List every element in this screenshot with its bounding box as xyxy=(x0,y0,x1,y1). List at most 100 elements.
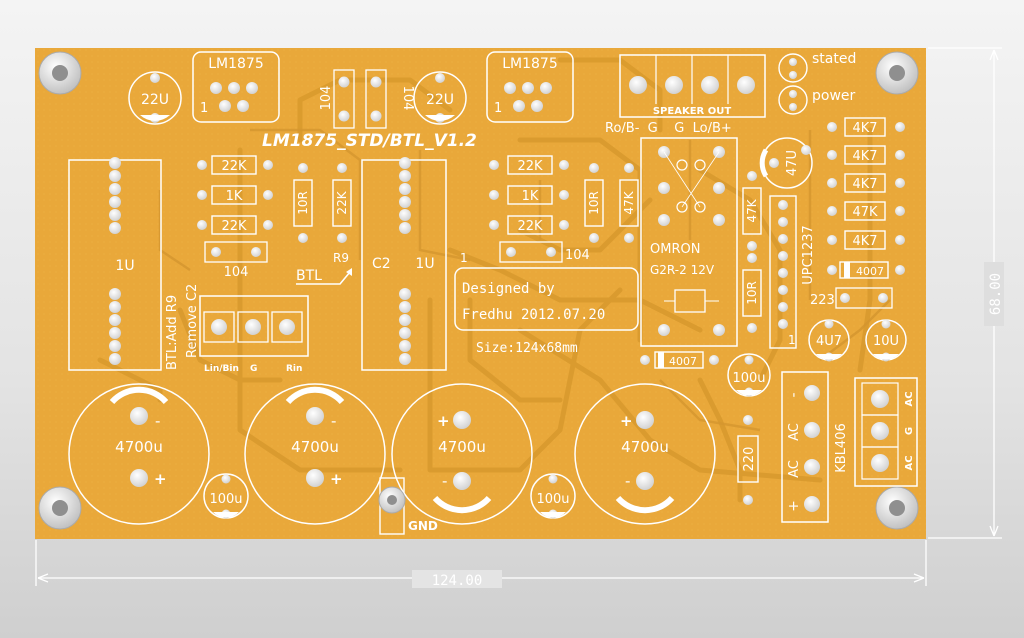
svg-text:4700u: 4700u xyxy=(438,438,486,456)
resistor-4k7-3: 4K7 xyxy=(827,173,905,193)
ic-lm1875-right: LM1875 1 xyxy=(486,51,574,123)
svg-text:power: power xyxy=(812,88,856,104)
cap-4u7: 4U7 xyxy=(808,319,850,362)
svg-text:AC: AC xyxy=(787,460,802,478)
svg-text:4700u: 4700u xyxy=(291,438,339,456)
svg-text:+: + xyxy=(154,470,167,488)
svg-text:AC: AC xyxy=(904,391,915,406)
ic-upc1237: UPC1237 1 xyxy=(769,195,816,349)
svg-text:4K7: 4K7 xyxy=(852,149,877,164)
resistor-4k7-1: 4K7 xyxy=(827,117,905,137)
svg-text:22K: 22K xyxy=(221,219,247,234)
svg-text:GND: GND xyxy=(408,519,438,533)
svg-text:4007: 4007 xyxy=(669,355,697,368)
svg-text:R9: R9 xyxy=(333,251,349,265)
svg-text:104: 104 xyxy=(319,86,334,111)
cap-10u: 10U xyxy=(865,319,907,362)
svg-text:10R: 10R xyxy=(296,191,310,215)
resistor-47k-2: 47K xyxy=(742,171,762,251)
svg-text:+: + xyxy=(786,500,802,512)
svg-text:+: + xyxy=(437,412,450,430)
heatsink-right: C2 1U xyxy=(361,157,447,371)
relay-omron: OMRON G2R-2 12V xyxy=(640,137,738,347)
svg-text:-: - xyxy=(155,412,160,430)
svg-text:-: - xyxy=(442,472,447,490)
board-size: Size:124x68mm xyxy=(476,341,578,356)
dimension-width-label: 124.00 xyxy=(432,573,483,589)
svg-text:22K: 22K xyxy=(335,190,349,214)
cap-104-d: 104 xyxy=(499,241,590,263)
svg-text:1: 1 xyxy=(494,101,502,116)
svg-text:KBL406: KBL406 xyxy=(834,423,849,473)
resistor-22k-1: 22K xyxy=(197,155,273,175)
designer-box: Designed by Fredhu 2012.07.20 xyxy=(454,267,639,331)
pin1-marker: 1 xyxy=(460,251,468,265)
svg-text:Fredhu 2012.07.20: Fredhu 2012.07.20 xyxy=(462,307,605,323)
svg-text:104: 104 xyxy=(565,248,590,263)
ic-lm1875-left: LM1875 1 xyxy=(192,51,280,123)
cap-4700u-2: - + 4700u xyxy=(244,383,386,525)
cap-22u-right: 22U xyxy=(413,71,467,125)
speaker-pin-labels: Ro/B- G G Lo/B+ xyxy=(605,121,732,136)
svg-text:1U: 1U xyxy=(115,258,134,274)
diode-4007-1: 4007 xyxy=(827,261,905,279)
svg-text:SPEAKER OUT: SPEAKER OUT xyxy=(653,106,731,117)
svg-text:4K7: 4K7 xyxy=(852,177,877,192)
svg-text:LM1875: LM1875 xyxy=(502,56,558,72)
svg-text:Designed by: Designed by xyxy=(462,281,555,297)
svg-text:1K: 1K xyxy=(522,189,539,204)
svg-text:4K7: 4K7 xyxy=(852,121,877,136)
svg-text:4U7: 4U7 xyxy=(816,334,842,349)
svg-text:100u: 100u xyxy=(536,492,569,507)
svg-text:-: - xyxy=(786,392,802,397)
svg-text:10R: 10R xyxy=(587,191,601,215)
svg-text:C2: C2 xyxy=(372,256,391,272)
svg-text:1K: 1K xyxy=(226,189,243,204)
led-power: power xyxy=(778,85,856,115)
svg-text:-: - xyxy=(625,472,630,490)
svg-text:10R: 10R xyxy=(745,281,759,305)
resistor-4k7-4: 4K7 xyxy=(827,230,905,250)
board-title: LM1875_STD/BTL_V1.2 xyxy=(262,131,477,151)
svg-text:100u: 100u xyxy=(209,492,242,507)
svg-text:G: G xyxy=(904,427,915,435)
svg-text:22K: 22K xyxy=(517,219,543,234)
cap-4700u-1: - + 4700u xyxy=(68,383,210,525)
svg-text:G: G xyxy=(250,364,257,374)
resistor-220: 220 xyxy=(737,415,759,505)
svg-text:47K: 47K xyxy=(852,205,878,220)
svg-text:47U: 47U xyxy=(785,150,800,176)
svg-text:-: - xyxy=(331,412,336,430)
resistor-47k-3: 47K xyxy=(827,201,905,221)
btl-note-1: BTL:Add R9 xyxy=(165,295,180,370)
resistor-22k-4: 22K xyxy=(489,215,569,235)
svg-text:104: 104 xyxy=(224,265,249,280)
btl-note-2: Remove C2 xyxy=(185,284,200,358)
cap-47u: 47U xyxy=(759,137,813,189)
gnd-pad: GND xyxy=(378,477,438,535)
dimension-height-label: 68.00 xyxy=(988,273,1004,315)
svg-text:4700u: 4700u xyxy=(115,438,163,456)
svg-text:104: 104 xyxy=(400,86,415,111)
svg-text:stated: stated xyxy=(812,51,856,67)
resistor-1k-1: 1K xyxy=(197,185,273,205)
cap-223: 223 xyxy=(810,287,893,309)
cap-104-a: 104 xyxy=(319,69,355,129)
svg-text:1: 1 xyxy=(200,101,208,116)
svg-text:OMRON: OMRON xyxy=(650,242,700,257)
btl-arrow: BTL xyxy=(296,268,352,285)
svg-text:22K: 22K xyxy=(221,159,247,174)
svg-text:Lin/Bin: Lin/Bin xyxy=(204,364,239,374)
dimension-height-bg xyxy=(984,262,1004,326)
svg-text:22K: 22K xyxy=(517,159,543,174)
svg-text:1U: 1U xyxy=(415,256,434,272)
svg-text:220: 220 xyxy=(742,447,757,472)
svg-text:UPC1237: UPC1237 xyxy=(801,225,816,285)
dimension-width-bg xyxy=(412,570,502,588)
bridge-kbl406: - AC AC + KBL406 xyxy=(781,371,849,523)
speaker-out-terminal: SPEAKER OUT xyxy=(619,54,766,118)
led-stated: stated xyxy=(778,51,856,83)
copper-traces-fine xyxy=(158,128,891,432)
cap-4700u-3: + - 4700u xyxy=(391,383,533,525)
